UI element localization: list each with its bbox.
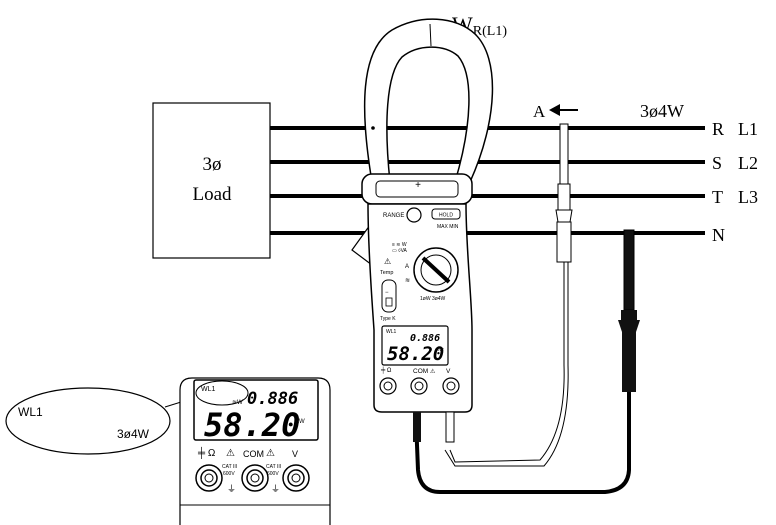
svg-text:⏚: ⏚ <box>227 484 236 494</box>
load-box <box>152 102 271 259</box>
callout-bubble <box>5 387 171 455</box>
hold-label: HOLD <box>439 213 453 219</box>
zoom-terminal-1 <box>195 464 223 492</box>
svg-text:▭ ◊VA: ▭ ◊VA <box>392 248 408 254</box>
range-label: RANGE <box>383 213 404 219</box>
meter-display <box>381 325 449 366</box>
svg-text:╪ Ω: ╪ Ω <box>380 366 392 374</box>
clamp-jaw <box>363 18 494 183</box>
range-button <box>406 207 422 223</box>
type-k-label: Type K <box>380 316 396 322</box>
clamp-meter: + RANGE HOLD MAX MIN ≡ ≋ W ▭ ◊VA A ≋ 1øW… <box>351 18 494 413</box>
line-t-name: L3 <box>738 187 758 207</box>
svg-text:╪ Ω: ╪ Ω <box>197 446 216 460</box>
callout-text-system: 3ø4W <box>117 427 150 441</box>
meter-v-label: V <box>446 368 451 375</box>
zoom-cat-left: CAT III <box>222 464 237 470</box>
load-text: Load <box>192 184 232 205</box>
current-direction-label: A <box>533 102 546 121</box>
zoom-com-label: COM <box>243 449 264 459</box>
line-t-phase: T <box>712 187 723 207</box>
maxmin-label: MAX MIN <box>437 224 459 230</box>
svg-text:−: − <box>385 290 389 296</box>
system-label: 3ø4W <box>640 101 684 121</box>
meter-terminal-com <box>410 377 428 395</box>
line-r-name: L1 <box>738 119 758 139</box>
zoom-display-small: 0.886 <box>247 389 298 409</box>
meter-terminal-1 <box>379 377 397 395</box>
svg-text:1øW 3ø4W: 1øW 3ø4W <box>420 296 446 302</box>
meter-display-label: WL1 <box>386 329 397 335</box>
load-phase-text: 3ø <box>203 154 222 175</box>
meter-label-sub: R(L1) <box>473 24 508 39</box>
hold-button <box>431 208 461 220</box>
meter-terminal-v <box>442 377 460 395</box>
callout-text-wl1: WL1 <box>18 405 43 419</box>
svg-text:≋: ≋ <box>405 278 410 284</box>
temp-label: Temp <box>380 270 393 276</box>
line-s-phase: S <box>712 153 722 173</box>
svg-text:⏚: ⏚ <box>271 484 280 494</box>
svg-text:A: A <box>405 264 409 270</box>
svg-text:≡ ≋ W: ≡ ≋ W <box>392 242 407 248</box>
svg-text:⚠: ⚠ <box>266 448 275 459</box>
line-s-name: L2 <box>738 153 758 173</box>
zoomed-meter: WL1 ≋W 0.886 58.20 kW ╪ Ω ⚠ COM ⚠ V CAT … <box>179 377 331 525</box>
temp-jack <box>381 279 397 313</box>
meter-com-label: COM <box>413 368 428 375</box>
zoom-terminal-v <box>282 464 310 492</box>
zoom-cat-right: CAT III <box>266 464 281 470</box>
svg-text:⚠: ⚠ <box>226 448 235 459</box>
zoom-display-unit: kW <box>296 419 305 425</box>
svg-text:≋W: ≋W <box>232 400 243 406</box>
arrow-left-icon <box>549 104 578 116</box>
zoom-terminal-com <box>241 464 269 492</box>
zoom-volt-left: 600V <box>223 471 235 477</box>
svg-text:+: + <box>415 180 421 191</box>
line-r-phase: R <box>712 119 724 139</box>
zoom-v-label: V <box>292 449 298 459</box>
warning-icon: ⚠ <box>384 257 391 266</box>
meter-display-small: 0.886 <box>410 333 440 344</box>
zoom-display-big: 58.20 <box>204 406 300 444</box>
power-lines <box>270 126 705 235</box>
line-n-phase: N <box>712 225 725 245</box>
svg-text:⚠: ⚠ <box>430 368 436 375</box>
test-leads <box>413 123 640 494</box>
zoom-display-label: WL1 <box>201 386 216 393</box>
meter-display-big: 58.20 <box>387 343 444 365</box>
zoom-volt-right: 600V <box>267 471 279 477</box>
meter-display-unit: kW <box>437 347 444 352</box>
zoom-display <box>193 379 319 441</box>
